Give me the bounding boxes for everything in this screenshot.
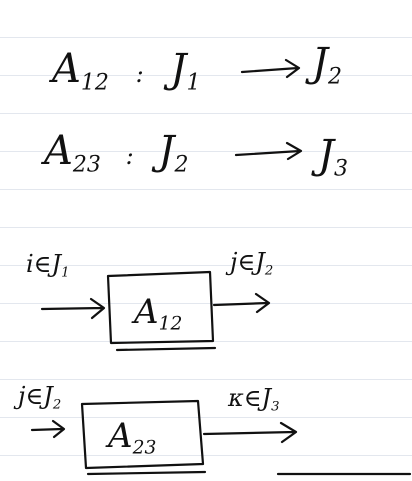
map-symbol: A — [44, 128, 73, 174]
diagram-1-box — [106, 270, 215, 345]
diagram-2-output-label: κ∈J3 — [228, 384, 280, 415]
diagram-2-output-arrow — [202, 421, 298, 444]
codomain-subscript: 2 — [328, 64, 343, 90]
equation-2-target: J3 — [318, 132, 348, 182]
codomain-symbol: J — [312, 40, 329, 86]
codomain-symbol: J — [318, 132, 335, 178]
domain-symbol: J — [158, 128, 175, 174]
equation-2-arrow — [234, 141, 303, 161]
domain-subscript: 1 — [186, 70, 201, 96]
diagram-1-input-label: i∈J1 — [26, 250, 70, 281]
diagram-2-box-underline — [86, 470, 207, 476]
map-symbol: A — [52, 46, 81, 92]
diagram-2-box — [80, 399, 205, 470]
colon: : — [135, 60, 144, 88]
colon: : — [125, 142, 134, 170]
map-subscript: 23 — [72, 152, 101, 178]
map-subscript: 12 — [80, 70, 109, 96]
diagram-1-box-label: A12 — [134, 292, 183, 335]
diagram-1-input-arrow — [40, 297, 106, 320]
equation-1-arrow — [240, 58, 301, 79]
domain-symbol: J — [170, 46, 187, 92]
diagram-2-input-arrow — [30, 419, 66, 439]
diagram-1-box-underline — [115, 346, 217, 352]
equation-1-target: J2 — [312, 40, 342, 90]
diagram-1-output-label: j∈J2 — [230, 248, 274, 279]
equation-1: A12 : J1 — [52, 46, 200, 96]
domain-subscript: 2 — [174, 152, 189, 178]
diagram-2-input-label: j∈J2 — [18, 382, 62, 413]
diagram-1-output-arrow — [212, 292, 271, 314]
diagram-2-box-label: A23 — [108, 416, 157, 459]
equation-2: A23 : J2 — [44, 128, 188, 178]
codomain-subscript: 3 — [334, 156, 349, 182]
